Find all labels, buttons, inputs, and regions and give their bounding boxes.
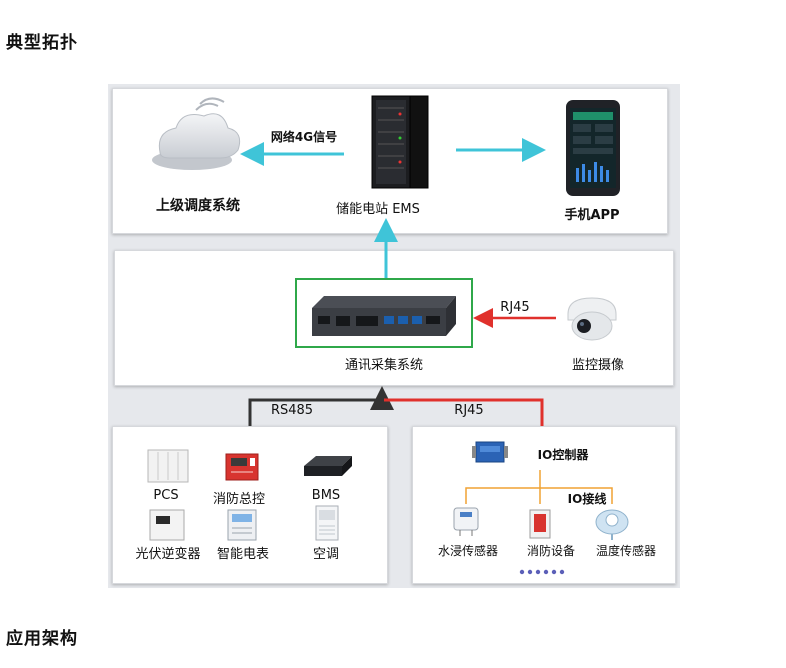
io-wire-label: IO接线 xyxy=(567,492,607,506)
device-label-bms: BMS xyxy=(311,488,341,503)
rs485-link xyxy=(248,386,394,426)
sensor-label-temperature: 温度传感器 xyxy=(595,544,656,558)
io-rj45-link xyxy=(384,398,544,426)
device-label-smart-meter: 智能电表 xyxy=(216,547,269,562)
gateway-label: 通讯采集系统 xyxy=(344,358,423,373)
pcs-icon xyxy=(147,449,189,483)
fire-equipment-icon xyxy=(529,509,551,539)
device-label-fire-control: 消防总控 xyxy=(212,492,265,507)
camera-label: 监控摄像 xyxy=(571,358,624,373)
temperature-sensor-icon xyxy=(595,509,629,540)
bms-icon xyxy=(304,456,352,476)
architecture-heading: 应用架构 xyxy=(6,629,78,649)
gateway-frame xyxy=(295,278,473,348)
io-rj45-label: RJ45 xyxy=(454,403,484,418)
gateway-device-icon xyxy=(312,296,456,336)
sensor-label-water: 水浸传感器 xyxy=(437,544,498,558)
rs485-label: RS485 xyxy=(270,403,314,418)
bottom-right-panel xyxy=(412,426,676,584)
camera-rj45-label: RJ45 xyxy=(500,300,530,315)
sensor-label-fire: 消防设备 xyxy=(526,544,575,558)
fire-control-panel-icon xyxy=(225,453,259,481)
camera-icon xyxy=(567,297,617,341)
cloud-icon xyxy=(152,97,241,170)
air-conditioner-icon xyxy=(315,505,339,541)
topology-heading: 典型拓扑 xyxy=(6,33,78,53)
pv-inverter-icon xyxy=(149,509,185,541)
server-rack-icon xyxy=(371,95,429,189)
upper-dispatch-label: 上级调度系统 xyxy=(156,198,240,214)
device-label-pcs: PCS xyxy=(153,488,179,503)
device-label-pv-inverter: 光伏逆变器 xyxy=(135,547,201,562)
io-wire-bus xyxy=(465,487,613,504)
smart-meter-icon xyxy=(227,509,257,541)
device-label-air-conditioner: 空调 xyxy=(312,547,339,562)
mobile-app-label: 手机APP xyxy=(564,208,620,223)
io-controller-label: IO控制器 xyxy=(537,448,589,462)
water-sensor-icon xyxy=(453,507,479,536)
more-dots xyxy=(519,569,565,575)
io-controller-icon xyxy=(472,441,508,463)
phone-app-icon xyxy=(566,100,620,196)
network-4g-label: 网络4G信号 xyxy=(270,130,338,144)
ems-label: 储能电站 EMS xyxy=(336,202,420,217)
